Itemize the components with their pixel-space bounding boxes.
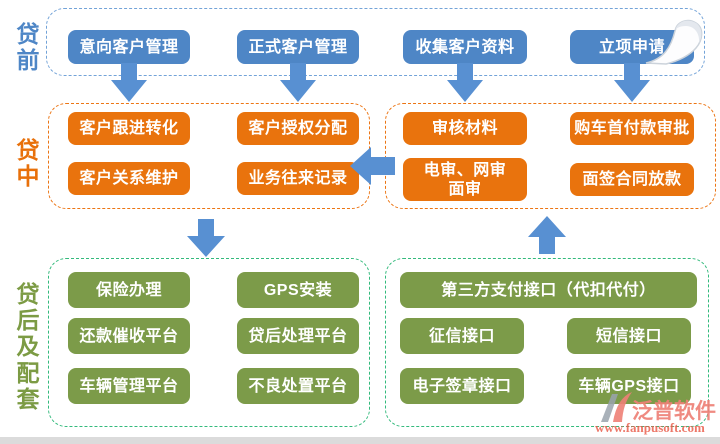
- node-vehicle-management-platform: 车辆管理平台: [68, 368, 190, 404]
- node-formal-customer-management: 正式客户管理: [237, 30, 359, 64]
- node-third-party-payment-interface: 第三方支付接口（代扣代付）: [400, 272, 697, 308]
- node-car-down-payment-approval: 购车首付款审批: [570, 112, 694, 145]
- node-sms-interface: 短信接口: [567, 318, 691, 354]
- node-collect-customer-info: 收集客户资料: [403, 30, 527, 64]
- fanpu-logo-icon: [601, 392, 632, 422]
- post-loan-left-group: [48, 258, 370, 427]
- node-intent-customer-management: 意向客户管理: [68, 30, 190, 64]
- node-customer-authorization-assignment: 客户授权分配: [237, 112, 359, 145]
- mid-loan-right-group: [385, 103, 716, 209]
- node-insurance-handling: 保险办理: [68, 272, 190, 308]
- node-business-transaction-records: 业务往来记录: [237, 162, 359, 195]
- arrow-down-icon: [111, 63, 147, 102]
- arrow-left-icon: [350, 147, 395, 185]
- arrow-down-icon: [280, 63, 316, 102]
- node-customer-relationship-maintenance: 客户关系维护: [68, 162, 190, 195]
- section-label-pre-loan: 贷前: [16, 21, 40, 74]
- node-vehicle-gps-interface: 车辆GPS接口: [567, 368, 691, 404]
- node-review-materials: 审核材料: [403, 112, 527, 145]
- node-gps-installation: GPS安装: [237, 272, 359, 308]
- node-npl-disposal-platform: 不良处置平台: [237, 368, 359, 404]
- node-e-signature-interface: 电子签章接口: [400, 368, 524, 404]
- page-curl-icon: [645, 19, 703, 65]
- node-repayment-collection-platform: 还款催收平台: [68, 318, 190, 354]
- node-contract-signing-loan-disbursement: 面签合同放款: [570, 163, 694, 196]
- node-phone-online-interview-review: 电审、网审 面审: [403, 158, 527, 201]
- section-label-mid-loan: 贷中: [16, 137, 40, 190]
- node-customer-followup-conversion: 客户跟进转化: [68, 112, 190, 145]
- watermark-url: www.fanpusoft.com: [595, 420, 705, 435]
- watermark-brand: 泛普软件: [632, 400, 716, 423]
- arrow-up-icon: [528, 216, 566, 254]
- arrow-down-icon: [187, 219, 225, 257]
- post-loan-right-group: [385, 258, 709, 427]
- arrow-down-icon: [614, 63, 650, 102]
- arrow-down-icon: [447, 63, 483, 102]
- pre-loan-group: [46, 8, 705, 76]
- node-post-loan-processing-platform: 贷后处理平台: [237, 318, 359, 354]
- section-label-post-loan: 贷后及配套: [16, 281, 40, 412]
- node-credit-check-interface: 征信接口: [400, 318, 524, 354]
- window-bottom-edge: [0, 437, 720, 444]
